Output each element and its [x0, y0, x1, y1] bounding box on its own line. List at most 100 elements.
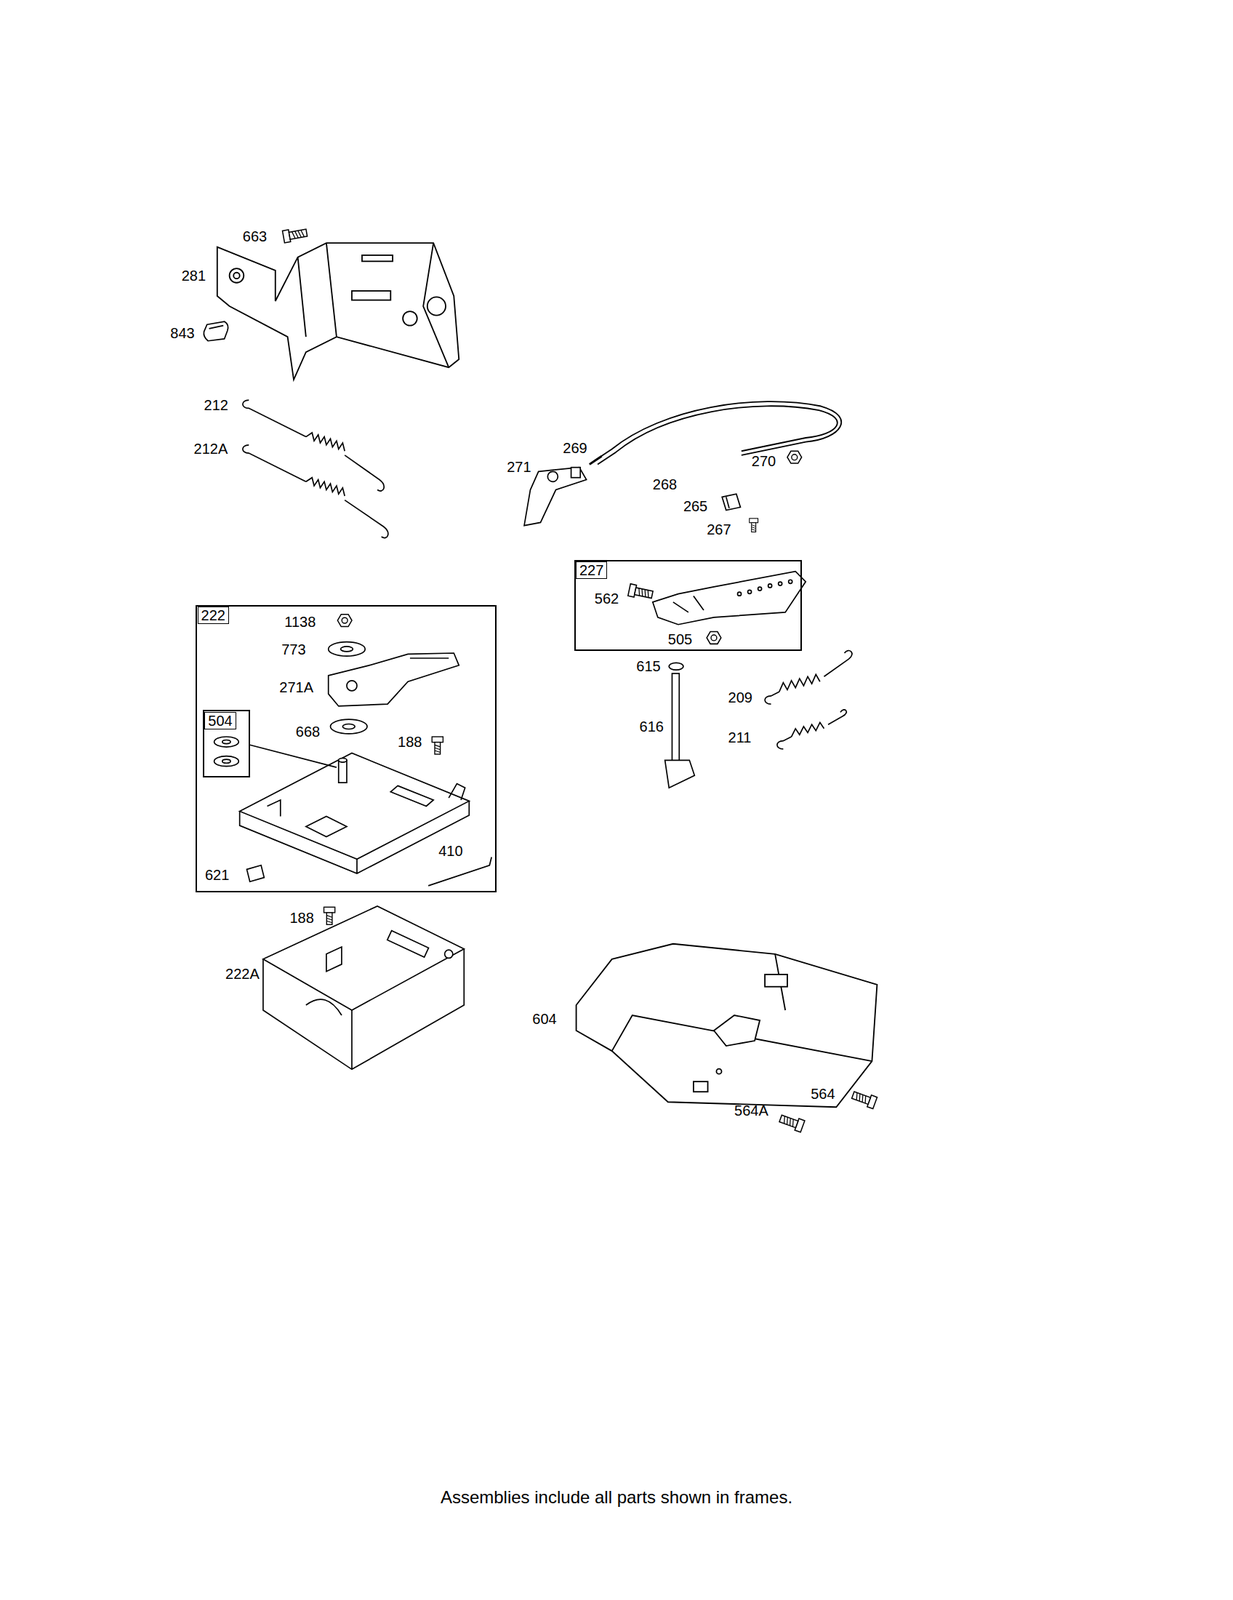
spring-209-line [779, 673, 821, 692]
callout-number: 222A [225, 965, 260, 982]
blower-housing-604-line [693, 1081, 709, 1092]
control-plate-222-line [239, 752, 470, 859]
callout-number: 269 [562, 439, 587, 456]
callout-number: 564A [734, 1102, 769, 1119]
control-bracket-281-line [217, 242, 459, 380]
control-plate-222-line [246, 865, 264, 882]
callout-number: 663 [242, 228, 267, 245]
spring-209 [764, 650, 853, 705]
control-plate-222 [214, 614, 493, 886]
screw-267-line [749, 518, 759, 533]
spring-211-line [791, 721, 825, 737]
screw-267 [749, 518, 759, 533]
control-plate-222a-line [263, 948, 464, 1070]
governor-shaft-616-line [671, 673, 680, 763]
washer-615-line [668, 662, 684, 670]
control-plate-222-line [342, 723, 355, 729]
clip-843-line [209, 325, 224, 329]
control-plate-222-line [214, 736, 240, 747]
control-plate-222-line [267, 783, 466, 817]
spring-209-line [764, 691, 780, 704]
callout-number: 188 [289, 909, 314, 926]
control-plate-222-line [337, 614, 352, 627]
governor-spring-212-line [242, 399, 307, 437]
control-cable-268-line [589, 455, 602, 464]
control-bracket-281-line [351, 290, 391, 301]
control-lever-271-line [571, 467, 581, 478]
callout-number: 1138 [284, 613, 316, 630]
governor-lever-227-line [628, 583, 654, 601]
bolt-188 [324, 906, 336, 925]
control-plate-222-line [431, 736, 443, 754]
governor-spring-212a [242, 444, 389, 538]
control-bracket-281 [217, 242, 459, 380]
spring-209-line [823, 650, 852, 677]
control-bracket-281-line [233, 272, 240, 279]
callout-number: 212 [204, 396, 229, 413]
callout-number: 281 [181, 267, 206, 284]
governor-lever-227-line [706, 631, 722, 645]
assembly-number: 222 [197, 606, 230, 624]
assembly-number: 504 [204, 711, 236, 730]
assembly-frame: 227562505 [574, 559, 802, 651]
callout-number: 211 [728, 729, 752, 746]
nut-270-line [787, 450, 802, 464]
control-bracket-281-line [298, 242, 450, 368]
governor-spring-212-line [306, 432, 345, 451]
spring-211-line [777, 736, 792, 749]
callout-number: 773 [281, 641, 306, 658]
control-cable-268 [589, 401, 842, 464]
control-bracket-281-line [402, 311, 418, 326]
assembly-frame: 504 [202, 709, 251, 778]
blower-housing-604-line [764, 974, 788, 987]
assembly-number: 227 [575, 561, 608, 579]
control-bracket-281-line [229, 268, 245, 283]
blower-housing-604 [576, 943, 878, 1107]
governor-lever-227-line [737, 591, 742, 596]
bolt-663-line [282, 226, 309, 243]
bolt-188-line [324, 906, 336, 925]
bolt-663 [282, 226, 309, 243]
control-plate-222-line [340, 646, 354, 652]
control-bracket-281-line [362, 255, 393, 261]
caption: Assemblies include all parts shown in fr… [0, 1486, 1233, 1508]
callout-number: 267 [706, 521, 731, 538]
callout-number: 410 [438, 842, 463, 859]
control-plate-222-line [222, 758, 231, 763]
callout-number: 843 [170, 324, 195, 341]
control-plate-222-line [214, 756, 240, 767]
washer-615 [668, 662, 684, 670]
blower-housing-604-line [713, 1014, 760, 1046]
governor-lever-227-line [768, 583, 773, 588]
callout-number: 271 [506, 458, 531, 475]
control-plate-222-line [306, 815, 347, 837]
callout-number: 188 [397, 733, 422, 750]
callout-number: 564 [810, 1085, 835, 1102]
governor-shaft-616 [665, 673, 696, 788]
governor-lever-227-line [748, 589, 752, 594]
bolt-564 [850, 1089, 877, 1109]
bolt-564a-line [778, 1112, 805, 1132]
clip-843 [203, 321, 228, 341]
control-plate-222-line [222, 740, 231, 744]
governor-lever-227-line [788, 579, 793, 584]
governor-spring-212a-line [242, 444, 307, 483]
control-plate-222-line [428, 857, 492, 886]
callout-number: 212A [194, 440, 229, 457]
control-bracket-281-line [427, 296, 446, 315]
callout-number: 604 [532, 1010, 557, 1027]
spring-211-line [828, 709, 847, 725]
callout-number: 209 [728, 689, 753, 706]
governor-spring-212a-line [344, 500, 389, 538]
control-cable-268-line [597, 405, 838, 464]
control-plate-222a-line [306, 998, 342, 1015]
governor-spring-212a-line [306, 477, 345, 496]
governor-spring-212-line [344, 455, 384, 491]
callout-number: 615 [636, 657, 661, 674]
control-plate-222a-line [263, 905, 464, 1010]
callout-number: 268 [652, 476, 677, 493]
spring-211 [777, 709, 847, 749]
control-plate-222-line [328, 652, 460, 706]
